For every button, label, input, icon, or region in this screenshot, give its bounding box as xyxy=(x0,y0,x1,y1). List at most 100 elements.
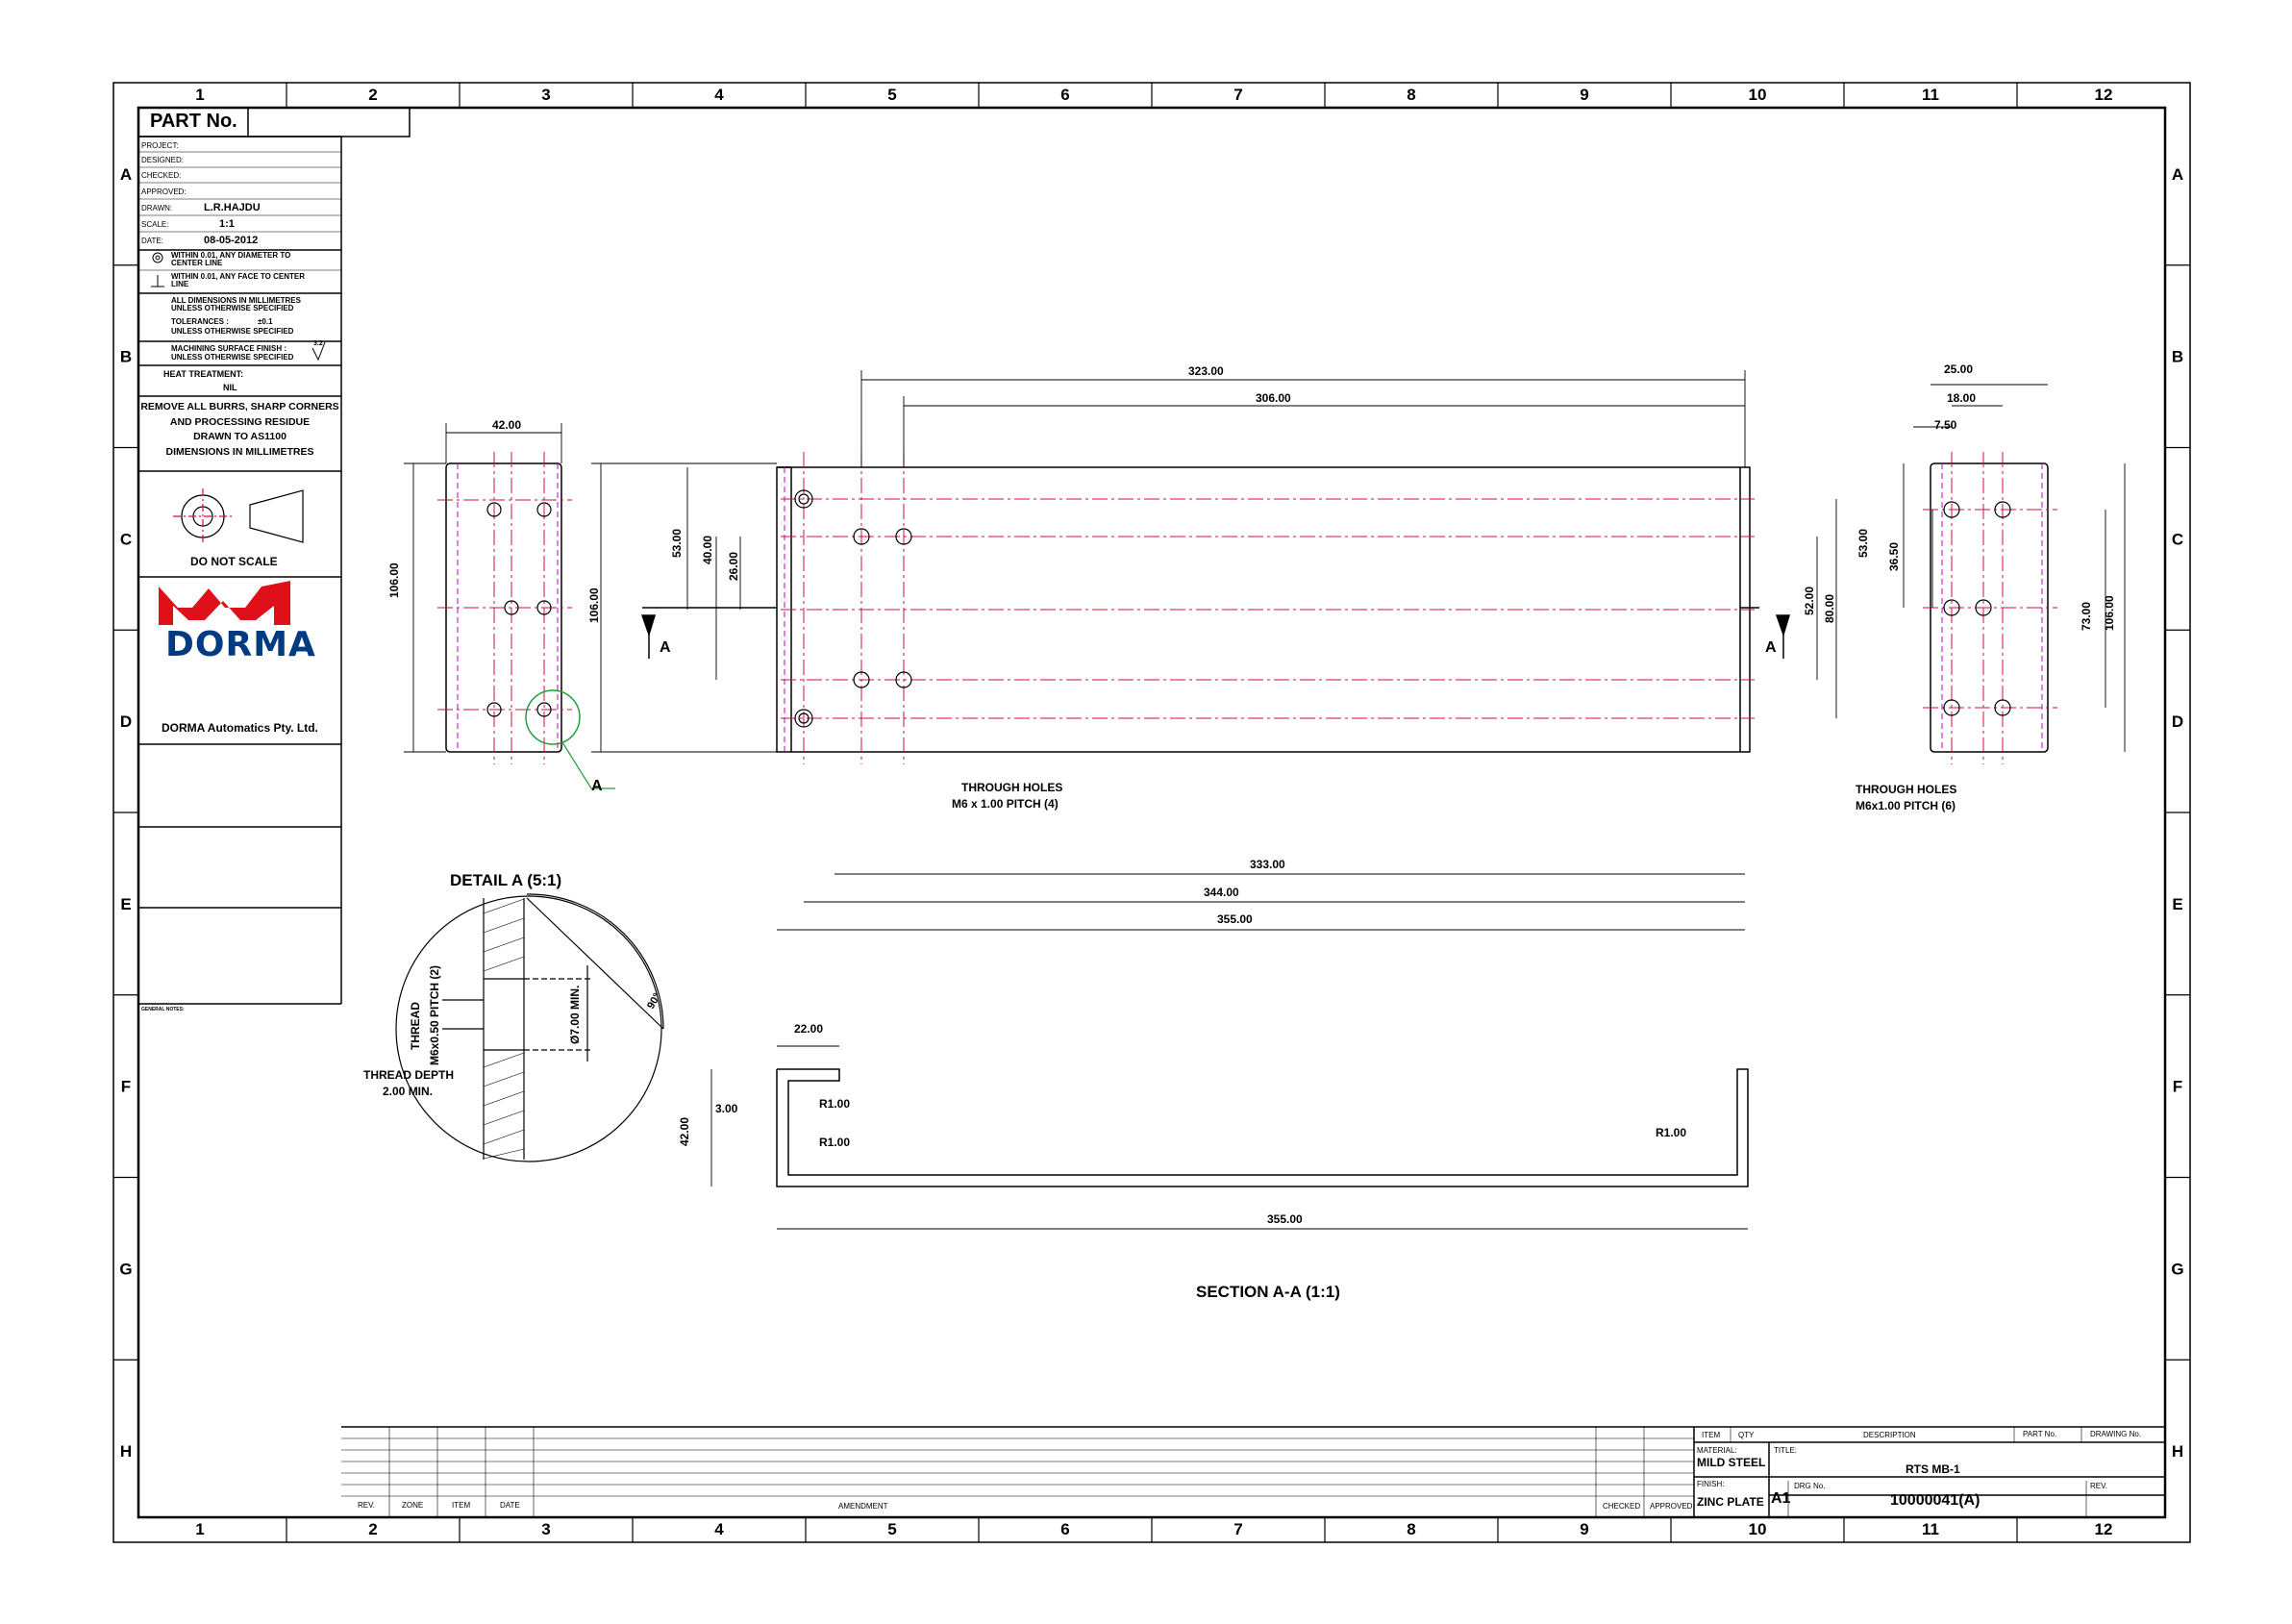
surface-finish-symbol xyxy=(311,341,326,362)
date-value: 08-05-2012 xyxy=(204,235,259,246)
zone-row-label: C xyxy=(120,530,132,548)
zone-row-label: H xyxy=(2172,1442,2183,1461)
bom-description: DESCRIPTION xyxy=(1863,1431,1916,1439)
detail-a-view xyxy=(395,893,664,1162)
zone-column-label: 9 xyxy=(1580,1520,1588,1538)
amendment-col-label: AMENDMENT xyxy=(838,1502,888,1511)
section-dim-22: 22.00 xyxy=(794,1022,824,1036)
zone-column-label: 6 xyxy=(1060,1520,1069,1538)
section-mark-right: A xyxy=(1765,639,1777,656)
zone-row-label: F xyxy=(2173,1078,2182,1096)
material-label: MATERIAL: xyxy=(1697,1446,1737,1455)
finish-label: FINISH: xyxy=(1697,1480,1725,1488)
section-mark-left: A xyxy=(660,639,671,656)
section-aa-title: SECTION A-A (1:1) xyxy=(1196,1283,1340,1301)
dorma-logo-crown xyxy=(159,581,290,625)
bottom-title-block xyxy=(341,1426,2165,1517)
front-dim-355: 355.00 xyxy=(1217,912,1253,926)
right-dim-73: 73.00 xyxy=(2080,601,2093,631)
finish-value: ZINC PLATE xyxy=(1697,1495,1764,1509)
perpendicularity-symbol xyxy=(151,275,164,287)
front-hole-note-2: M6 x 1.00 PITCH (4) xyxy=(952,797,1059,811)
center-lines xyxy=(437,452,2057,764)
view-geometry xyxy=(445,462,2049,1187)
note-line: DIMENSIONS IN MILLIMETRES xyxy=(165,445,314,458)
front-hole-note-1: THROUGH HOLES xyxy=(961,781,1063,794)
front-dim-306: 306.00 xyxy=(1256,391,1291,405)
zone-column-label: 10 xyxy=(1749,86,1767,104)
right-dim-18: 18.00 xyxy=(1947,391,1977,405)
note-line: AND PROCESSING RESIDUE xyxy=(169,415,311,428)
zone-column-label: 8 xyxy=(1407,86,1415,104)
front-dim-53: 53.00 xyxy=(670,528,684,558)
front-dim-323: 323.00 xyxy=(1188,364,1224,378)
right-dim-53: 53.00 xyxy=(1856,528,1870,558)
general-notes-label: GENERAL NOTES: xyxy=(141,1007,185,1012)
scale-label: SCALE: xyxy=(141,220,169,229)
zone-col-label: ZONE xyxy=(402,1501,424,1510)
projection-symbol xyxy=(173,488,304,544)
item-col-label: ITEM xyxy=(452,1501,471,1510)
right-dim-106: 106.00 xyxy=(2103,595,2116,631)
section-dim-355: 355.00 xyxy=(1267,1212,1303,1226)
tolerances-label: TOLERANCES : xyxy=(171,317,229,326)
outer-frame xyxy=(112,82,2191,1543)
heat-treatment-value: NIL xyxy=(223,383,237,392)
bom-item: ITEM xyxy=(1702,1431,1721,1439)
zone-row-label: F xyxy=(121,1078,131,1096)
tolerances-note: UNLESS OTHERWISE SPECIFIED xyxy=(171,327,294,336)
checked-label: CHECKED: xyxy=(141,171,182,180)
hidden-lines xyxy=(457,463,2043,752)
zone-row-label: A xyxy=(2172,165,2183,184)
right-dim-25: 25.00 xyxy=(1944,362,1974,376)
finish-note: UNLESS OTHERWISE SPECIFIED xyxy=(171,353,294,362)
zone-column-label: 2 xyxy=(368,86,377,104)
drawn-label: DRAWN: xyxy=(141,204,173,212)
approved-col-label: APPROVED xyxy=(1650,1502,1693,1511)
zone-row-label: C xyxy=(2172,530,2183,548)
concentricity-symbol xyxy=(152,252,163,263)
left-title-block xyxy=(137,107,411,1005)
zone-column-label: 2 xyxy=(368,1520,377,1538)
detail-depth-value: 2.00 MIN. xyxy=(383,1085,434,1098)
left-dim-height: 106.00 xyxy=(387,562,401,598)
drg-no-value: 10000041(A) xyxy=(1890,1492,1981,1509)
detail-depth-label: THREAD DEPTH xyxy=(363,1068,455,1082)
zone-column-label: 5 xyxy=(887,86,896,104)
left-title-thin-lines xyxy=(138,151,341,271)
inner-frame xyxy=(137,106,2167,1519)
company-logo-text: DORMA xyxy=(165,625,316,664)
detail-thread-label: THREAD xyxy=(409,1002,422,1050)
detail-a-title: DETAIL A (5:1) xyxy=(450,871,562,889)
section-dim-42: 42.00 xyxy=(678,1116,691,1146)
drg-no-label: DRG No. xyxy=(1794,1482,1826,1490)
bottom-title-thin xyxy=(341,1427,2087,1517)
zone-column-label: 8 xyxy=(1407,1520,1415,1538)
zone-column-label: 7 xyxy=(1233,1520,1242,1538)
front-dim-52: 52.00 xyxy=(1803,586,1816,615)
section-r1-a: R1.00 xyxy=(819,1097,851,1111)
zone-row-label: A xyxy=(120,165,132,184)
section-dim-3: 3.00 xyxy=(715,1102,738,1115)
detail-a-hatch xyxy=(483,898,525,1160)
company-name: DORMA Automatics Pty. Ltd. xyxy=(162,721,318,735)
right-dim-36-5: 36.50 xyxy=(1887,541,1901,571)
rev-label: REV. xyxy=(2090,1482,2107,1490)
front-dim-80: 80.00 xyxy=(1823,593,1836,623)
general-notes-block: REMOVE ALL BURRS, SHARP CORNERS AND PROC… xyxy=(138,402,341,457)
project-label: PROJECT: xyxy=(141,141,179,150)
detail-a-callout-circle xyxy=(525,689,581,745)
zone-row-label: H xyxy=(120,1442,132,1461)
front-dim-106: 106.00 xyxy=(587,587,601,623)
zone-column-label: 11 xyxy=(1922,1520,1939,1538)
holes xyxy=(486,489,2011,728)
zone-column-label: 1 xyxy=(195,86,204,104)
zone-column-label: 5 xyxy=(887,1520,896,1538)
zone-row-label: G xyxy=(119,1260,132,1278)
tol-concentric: WITHIN 0.01, ANY DIAMETER TO CENTER LINE xyxy=(171,251,291,267)
zone-column-label: 7 xyxy=(1233,86,1242,104)
title-value: RTS MB-1 xyxy=(1906,1462,1960,1476)
zone-row-label: B xyxy=(2172,348,2183,366)
